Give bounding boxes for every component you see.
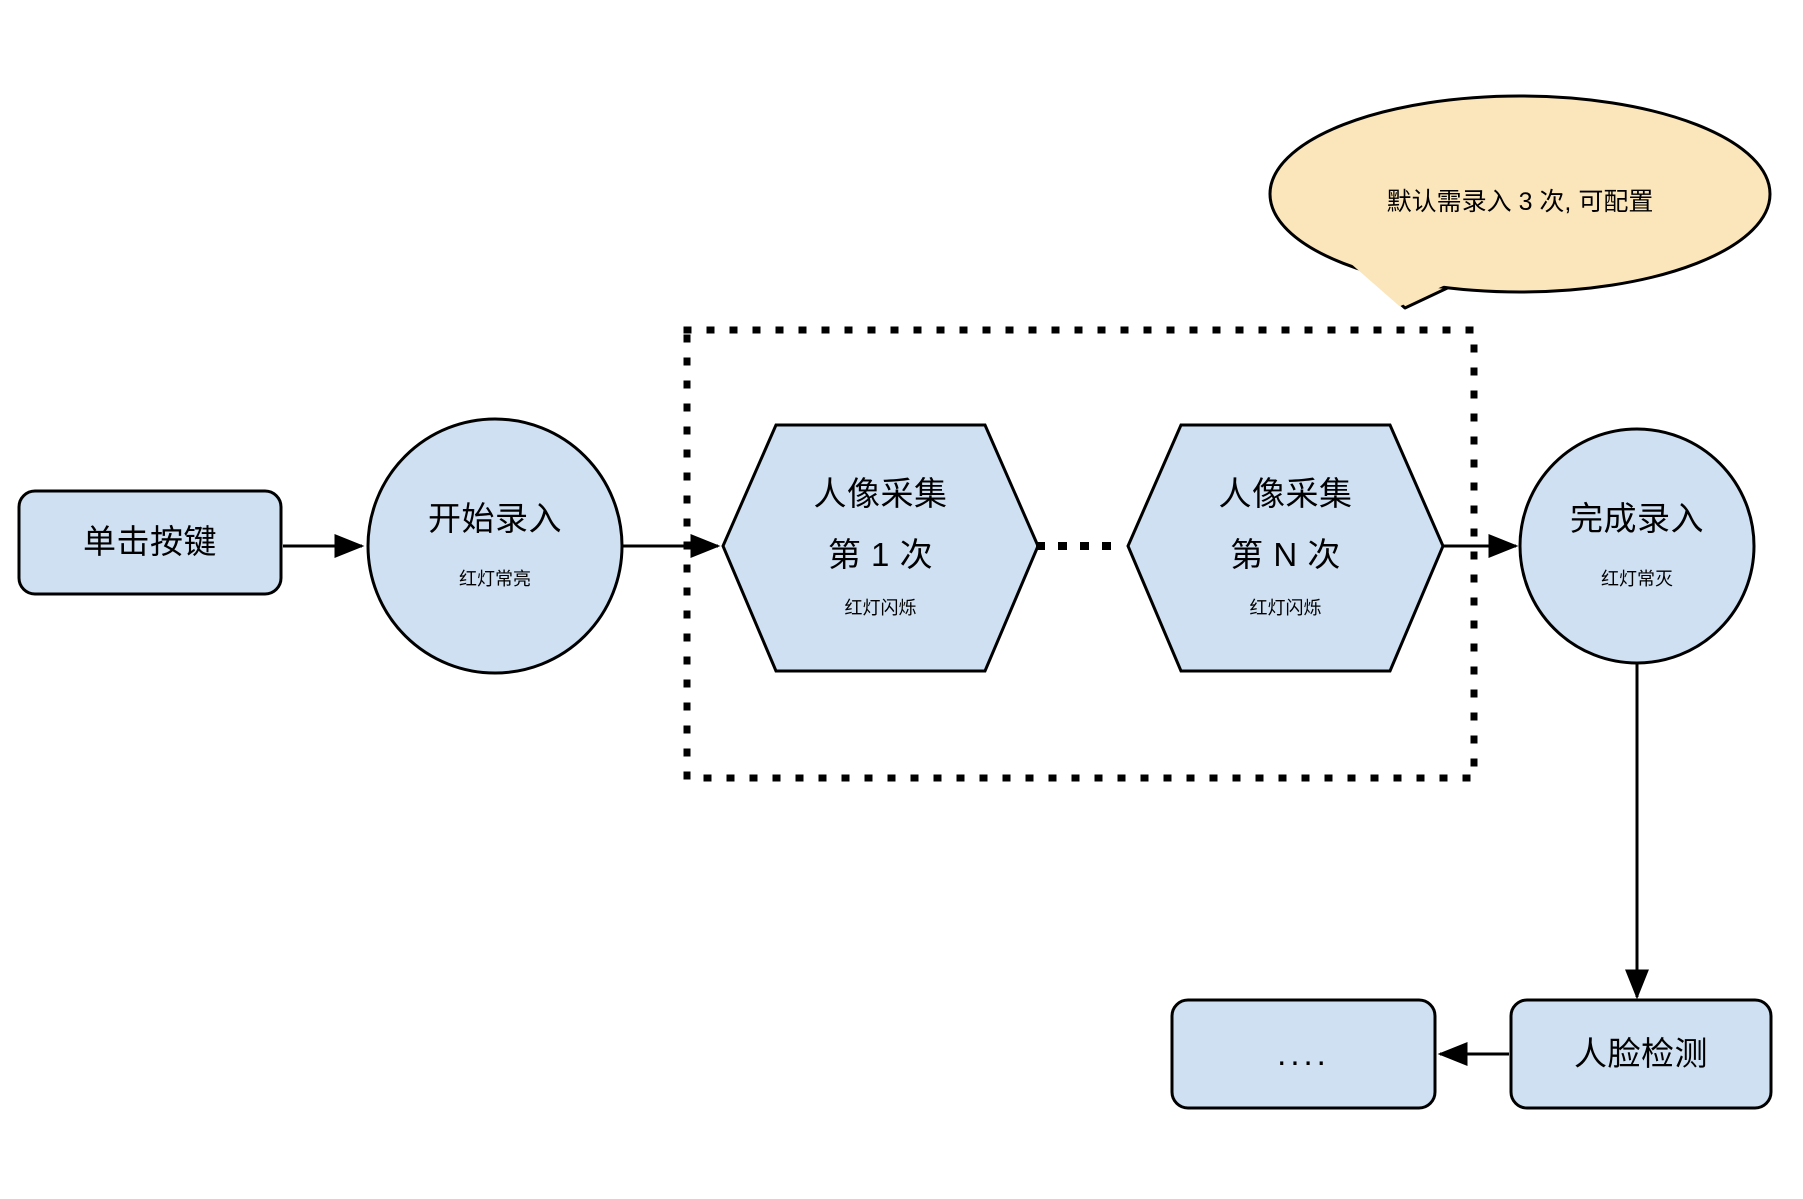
node-capture-first-sublabel: 红灯闪烁 [844,597,917,618]
node-finish-enroll[interactable]: 完成录入 红灯常灭 [1520,429,1754,663]
node-capture-nth-sublabel: 红灯闪烁 [1249,597,1322,618]
node-capture-first-label: 人像采集 [813,475,948,513]
callout-tail [1343,253,1477,310]
node-face-detect-label: 人脸检测 [1574,1034,1708,1072]
node-more-steps-shape[interactable] [1170,998,1437,1110]
node-finish-enroll-sublabel: 红灯常灭 [1601,569,1673,590]
capture-loop-group-border [683,326,1478,782]
node-face-detect[interactable]: 人脸检测 [1511,1000,1771,1108]
node-more-steps[interactable]: .... [1172,1000,1435,1108]
node-finish-enroll-shape[interactable] [1518,427,1756,665]
callout-note-text: 默认需录入 3 次, 可配置 [1386,188,1654,216]
node-capture-nth-label2: 第 N 次 [1230,536,1341,574]
node-start-enroll[interactable]: 开始录入 红灯常亮 [368,419,622,673]
node-finish-enroll-label: 完成录入 [1570,499,1704,537]
node-capture-nth-label: 人像采集 [1218,475,1353,513]
node-start-enroll-label: 开始录入 [428,499,562,537]
node-capture-nth[interactable]: 人像采集 第 N 次 红灯闪烁 [1128,425,1443,671]
node-click-key-label: 单击按键 [83,523,217,561]
node-start-enroll-sublabel: 红灯常亮 [459,569,531,590]
node-click-key[interactable]: 单击按键 [19,491,281,594]
node-more-steps-label: .... [1277,1034,1330,1072]
node-click-key-shape[interactable] [17,489,283,596]
node-capture-first-shape[interactable] [721,423,1040,673]
node-start-enroll-shape[interactable] [366,417,624,675]
node-capture-first[interactable]: 人像采集 第 1 次 红灯闪烁 [723,425,1038,671]
node-face-detect-shape[interactable] [1509,998,1773,1110]
node-capture-nth-shape[interactable] [1126,423,1445,673]
node-capture-first-label2: 第 1 次 [827,536,934,574]
callout-tail-cover [1350,260,1463,307]
